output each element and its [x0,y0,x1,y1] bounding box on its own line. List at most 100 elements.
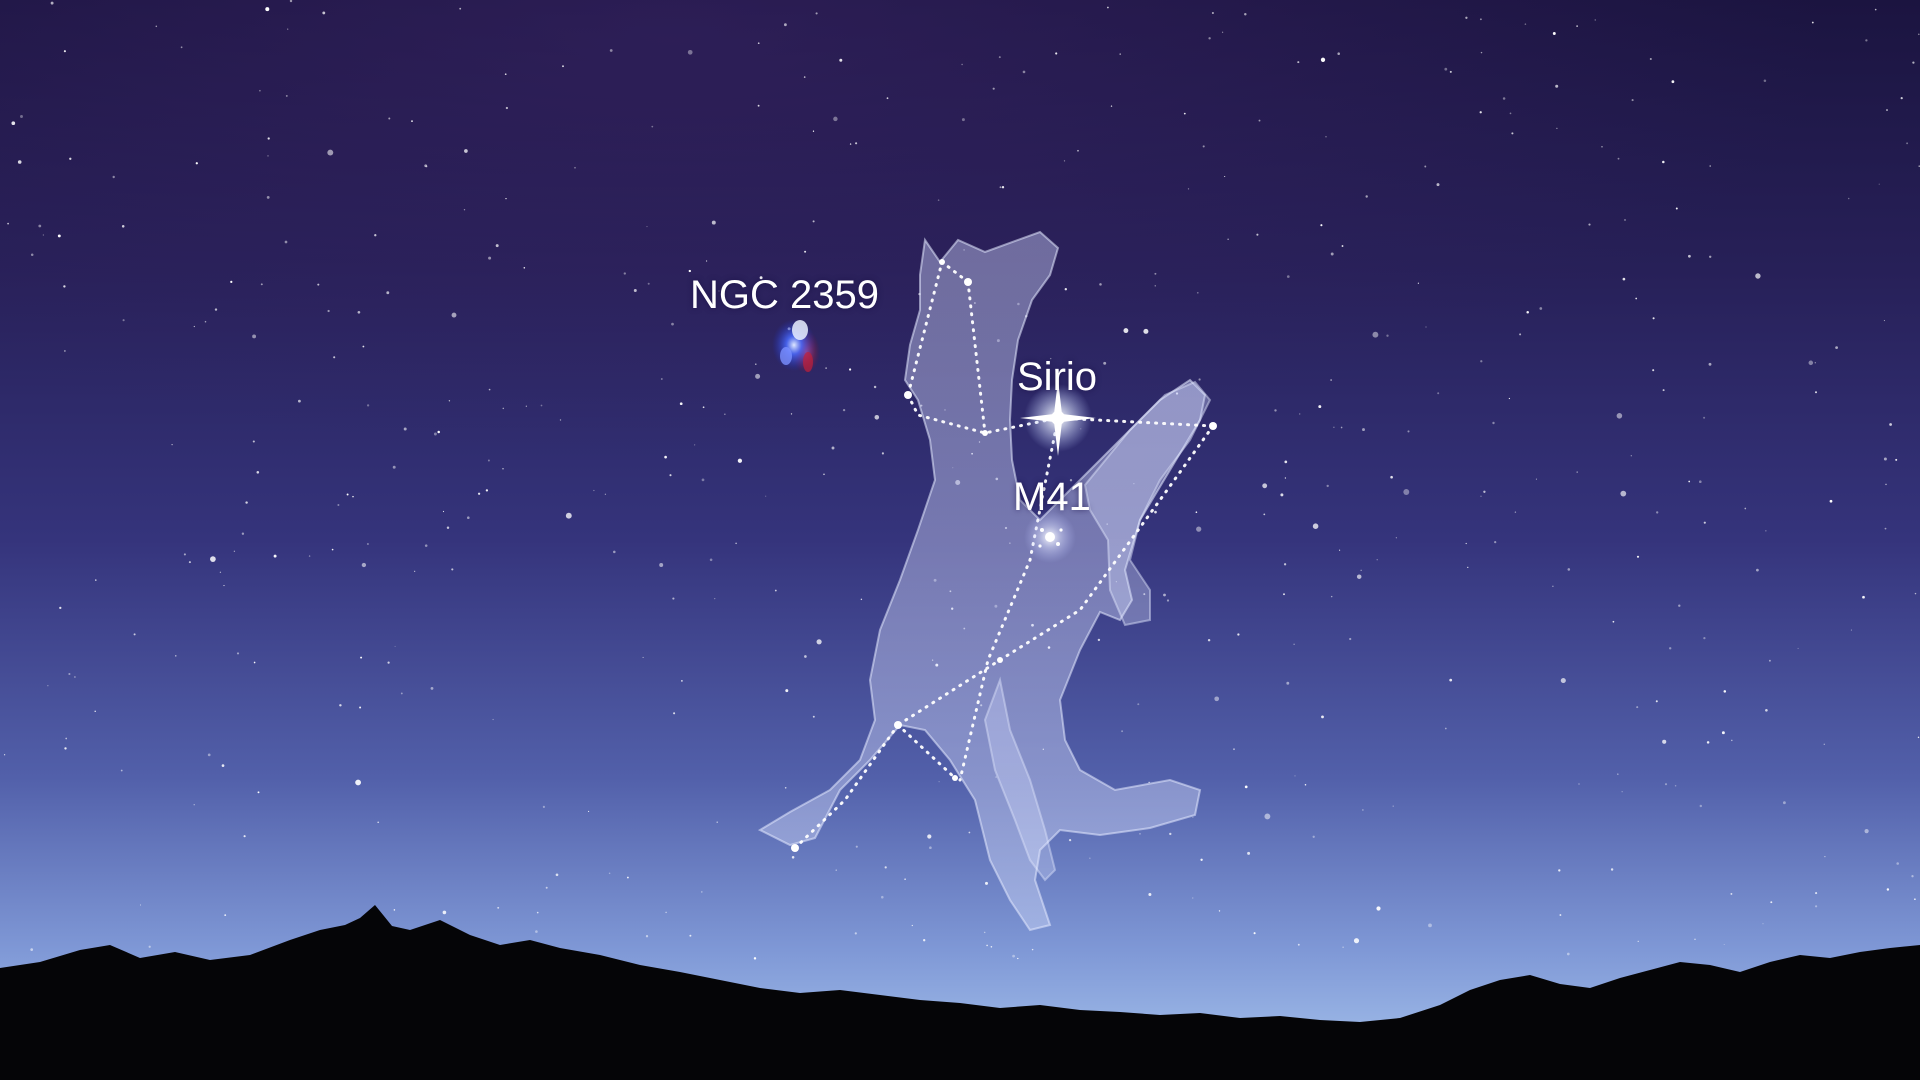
background-star [1202,145,1205,148]
background-star [1386,334,1389,337]
background-star [1320,57,1326,62]
background-star [985,881,988,885]
background-star [1765,708,1768,712]
background-star [133,633,136,636]
background-star [724,413,726,415]
background-star [1906,142,1909,145]
background-star [1068,838,1072,842]
background-star [816,639,822,645]
background-star [256,471,260,474]
background-star [1617,157,1620,160]
background-star [562,65,564,68]
background-star [1514,511,1517,513]
background-star [1001,186,1005,189]
background-star [961,63,963,66]
background-star [241,532,245,535]
background-star [881,452,884,455]
background-star [1198,378,1201,381]
background-star [366,404,370,407]
background-star [1694,938,1696,940]
background-star [1864,829,1869,834]
background-star [1274,409,1277,412]
background-star [1703,636,1706,640]
background-star [765,495,767,497]
background-star [1012,954,1015,958]
background-star [388,117,391,120]
background-star [1318,405,1322,409]
background-star [1286,275,1290,278]
background-star [687,49,693,55]
background-star [1107,6,1109,9]
background-star [835,869,837,871]
background-star [285,94,288,97]
background-star [442,510,445,513]
background-star [1519,333,1522,336]
background-star [1502,97,1506,100]
background-star [112,175,115,179]
background-star [1526,311,1529,314]
background-star [1449,70,1452,73]
background-star [929,846,932,850]
background-star [937,199,940,201]
background-star [1077,149,1079,152]
background-star [1709,255,1712,258]
background-star [1333,426,1335,428]
background-star [488,388,491,391]
constellation-line [793,723,900,850]
background-star [983,931,986,934]
background-star [565,512,572,519]
background-star [1154,510,1157,514]
background-star [386,291,390,295]
background-star [1208,37,1211,40]
background-star [757,104,760,107]
background-star [1815,391,1817,394]
background-star [1755,273,1761,279]
background-star [1119,53,1121,55]
background-star [1337,52,1340,55]
background-star [825,367,827,369]
background-star [403,427,407,431]
background-star [1617,773,1619,775]
background-star [362,345,365,348]
background-star [1808,360,1814,366]
background-star [502,468,504,470]
constellation-line [906,393,1215,435]
background-star [1616,413,1623,419]
background-star [1636,555,1640,558]
background-star [502,407,505,410]
background-star [535,930,538,933]
background-star [881,895,884,899]
star-label-sirio: Sirio [1017,355,1098,399]
background-star [1824,855,1826,858]
background-star [63,50,66,53]
background-star [1709,165,1711,167]
background-star [1143,328,1149,334]
background-star [664,455,667,459]
background-star [593,489,595,492]
background-star [803,76,806,78]
background-star [1655,700,1658,703]
background-star [1621,791,1623,793]
background-star [757,42,760,45]
background-star [1576,471,1578,473]
background-star [1678,604,1681,607]
background-star [387,661,390,664]
background-star [1196,291,1199,294]
background-star [1390,475,1393,479]
background-star [1353,938,1360,944]
background-star [253,661,256,664]
background-star [1192,897,1194,899]
background-star [1835,346,1838,349]
background-star [665,911,667,914]
background-star [1407,430,1410,433]
background-star [337,504,340,506]
background-star [1467,566,1469,568]
background-star [1674,785,1677,787]
background-star [1280,493,1284,497]
background-star [20,115,23,118]
background-star [753,957,757,960]
background-star [855,142,858,145]
background-star [1200,858,1203,861]
